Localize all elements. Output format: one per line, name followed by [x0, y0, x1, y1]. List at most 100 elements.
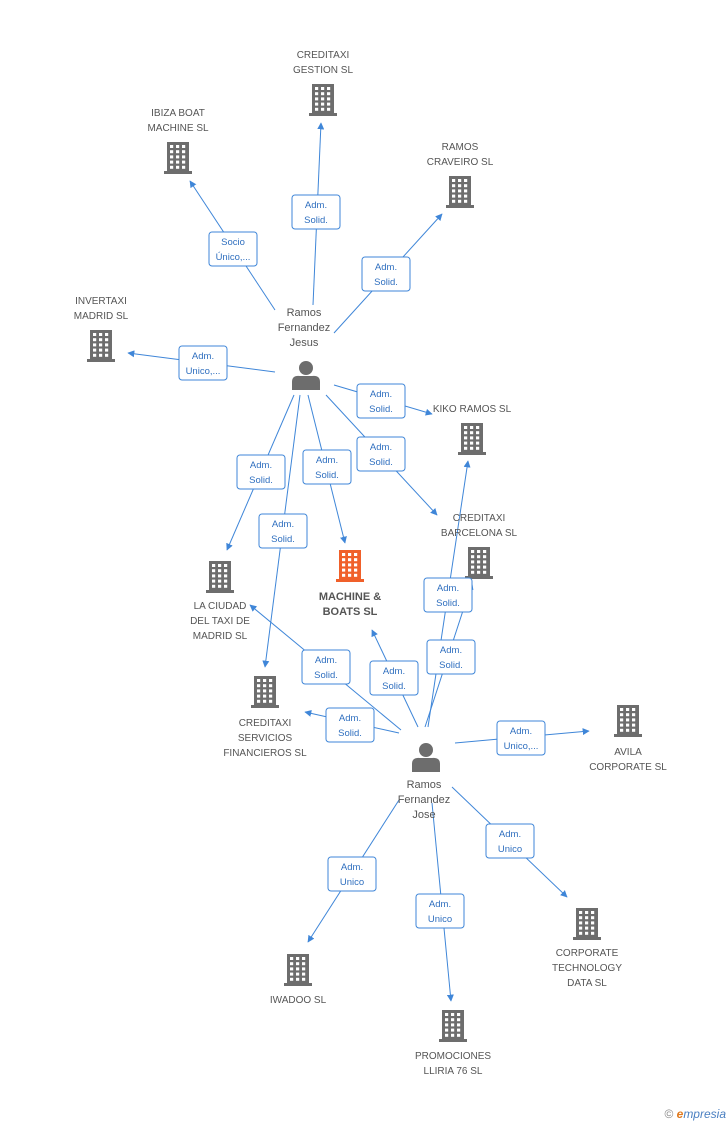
building-icon-iwadoo[interactable]: [284, 954, 312, 986]
building-window: [458, 194, 462, 198]
edge-label-text: Adm.: [375, 262, 397, 273]
building-window: [620, 723, 624, 727]
edge-label-4[interactable]: Adm.Solid.: [356, 383, 406, 419]
building-icon-machine-boats[interactable]: [336, 550, 364, 582]
building-window: [296, 962, 300, 966]
building-window: [579, 926, 583, 930]
building-window: [269, 689, 273, 693]
edge-label-7[interactable]: Adm.Solid.: [302, 449, 352, 485]
edge-label-8[interactable]: Adm.Solid.: [258, 513, 308, 549]
building-window: [471, 570, 475, 574]
building-window: [477, 570, 481, 574]
edge-label-text: Adm.: [370, 442, 392, 453]
building-window: [224, 569, 228, 573]
edge-label-box: [361, 256, 411, 292]
edge-label-text: Solid.: [374, 277, 398, 288]
edge-label-9[interactable]: Adm.Solid.: [423, 577, 473, 613]
building-window: [445, 1013, 449, 1016]
building-icon-promociones[interactable]: [439, 1010, 467, 1042]
building-window: [296, 977, 300, 981]
edge-label-14[interactable]: Adm.Unico,...: [496, 720, 546, 756]
edge-label-5[interactable]: Adm. Solid.: [356, 436, 406, 472]
edge-label-11[interactable]: Adm.Solid.: [369, 660, 419, 696]
building-window: [451, 1033, 455, 1037]
person-label-ramos-jesus: Ramos: [287, 307, 322, 319]
edge-label-box: [178, 345, 228, 381]
edge-label-box: [426, 639, 476, 675]
building-window: [354, 568, 358, 572]
building-window: [348, 563, 352, 567]
edge-label-box: [258, 513, 308, 549]
building-icon-ramos-craveiro[interactable]: [446, 176, 474, 208]
building-window: [348, 558, 352, 562]
company-label-invertaxi: INVERTAXI: [75, 296, 127, 307]
building-window: [269, 679, 273, 682]
building-icon-kiko-ramos[interactable]: [458, 423, 486, 455]
building-window: [471, 555, 475, 559]
building-window: [632, 723, 636, 727]
building-window: [321, 92, 325, 96]
building-window: [290, 957, 294, 960]
building-icon-avila[interactable]: [614, 705, 642, 737]
building-icon-ibiza-boat[interactable]: [164, 142, 192, 174]
person-label-ramos-jose: Fernandez: [398, 794, 451, 806]
building-window: [170, 165, 174, 169]
edge-label-10[interactable]: Adm.Solid.: [426, 639, 476, 675]
edge-label-2[interactable]: Adm. Solid.: [361, 256, 411, 292]
building-window: [464, 194, 468, 198]
brand-initial: e: [676, 1107, 684, 1121]
edge-label-text: Solid.: [369, 457, 393, 468]
building-window: [470, 436, 474, 440]
building-icon-la-ciudad[interactable]: [206, 561, 234, 593]
building-icon-creditaxi-barcelona[interactable]: [465, 547, 493, 579]
company-label-kiko-ramos: KIKO RAMOS SL: [433, 404, 512, 415]
building-window: [591, 911, 595, 914]
building-window: [585, 916, 589, 920]
building-icon-corporate-tech[interactable]: [573, 908, 601, 940]
edge-label-text: Adm.: [339, 713, 361, 724]
building-window: [464, 426, 468, 429]
company-label-ramos-craveiro: RAMOS: [442, 142, 479, 153]
building-window: [182, 160, 186, 164]
building-window: [445, 1033, 449, 1037]
person-head: [299, 361, 313, 375]
edge-label-12[interactable]: Adm.Solid.: [301, 649, 351, 685]
building-base: [614, 734, 642, 737]
edge-label-text: Adm.: [192, 351, 214, 362]
edge-label-box: [415, 893, 465, 929]
edge-label-text: Adm.: [383, 666, 405, 677]
edge-label-3[interactable]: Adm.Unico,...: [178, 345, 228, 381]
edge-label-text: Adm.: [305, 200, 327, 211]
building-window: [585, 931, 589, 935]
building-window: [483, 555, 487, 559]
building-icon-creditaxi-servicios[interactable]: [251, 676, 279, 708]
person-icon-ramos-jose[interactable]: [412, 743, 440, 772]
building-window: [170, 150, 174, 154]
edge-label-box: [496, 720, 546, 756]
building-window: [99, 353, 103, 357]
building-window: [579, 931, 583, 935]
edge-label-1[interactable]: SocioÚnico,...: [208, 231, 258, 267]
building-window: [342, 568, 346, 572]
edge-label-16[interactable]: Adm.Unico: [327, 856, 377, 892]
building-window: [212, 579, 216, 583]
edge-label-13[interactable]: Adm.Solid.: [325, 707, 375, 743]
building-window: [483, 570, 487, 574]
building-icon-creditaxi-gestion[interactable]: [309, 84, 337, 116]
person-icon-ramos-jesus[interactable]: [292, 361, 320, 390]
edge-label-15[interactable]: Adm.Unico: [485, 823, 535, 859]
building-window: [257, 684, 261, 688]
building-window: [212, 569, 216, 573]
building-window: [585, 911, 589, 914]
building-base: [164, 171, 192, 174]
building-window: [269, 699, 273, 703]
building-base: [573, 937, 601, 940]
edge-label-0[interactable]: Adm.Solid.: [291, 194, 341, 230]
edge-label-17[interactable]: Adm.Unico: [415, 893, 465, 929]
building-icon-invertaxi[interactable]: [87, 330, 115, 362]
edge-label-box: [423, 577, 473, 613]
building-window: [445, 1028, 449, 1032]
building-window: [269, 694, 273, 698]
edge-label-6[interactable]: Adm.Solid.: [236, 454, 286, 490]
